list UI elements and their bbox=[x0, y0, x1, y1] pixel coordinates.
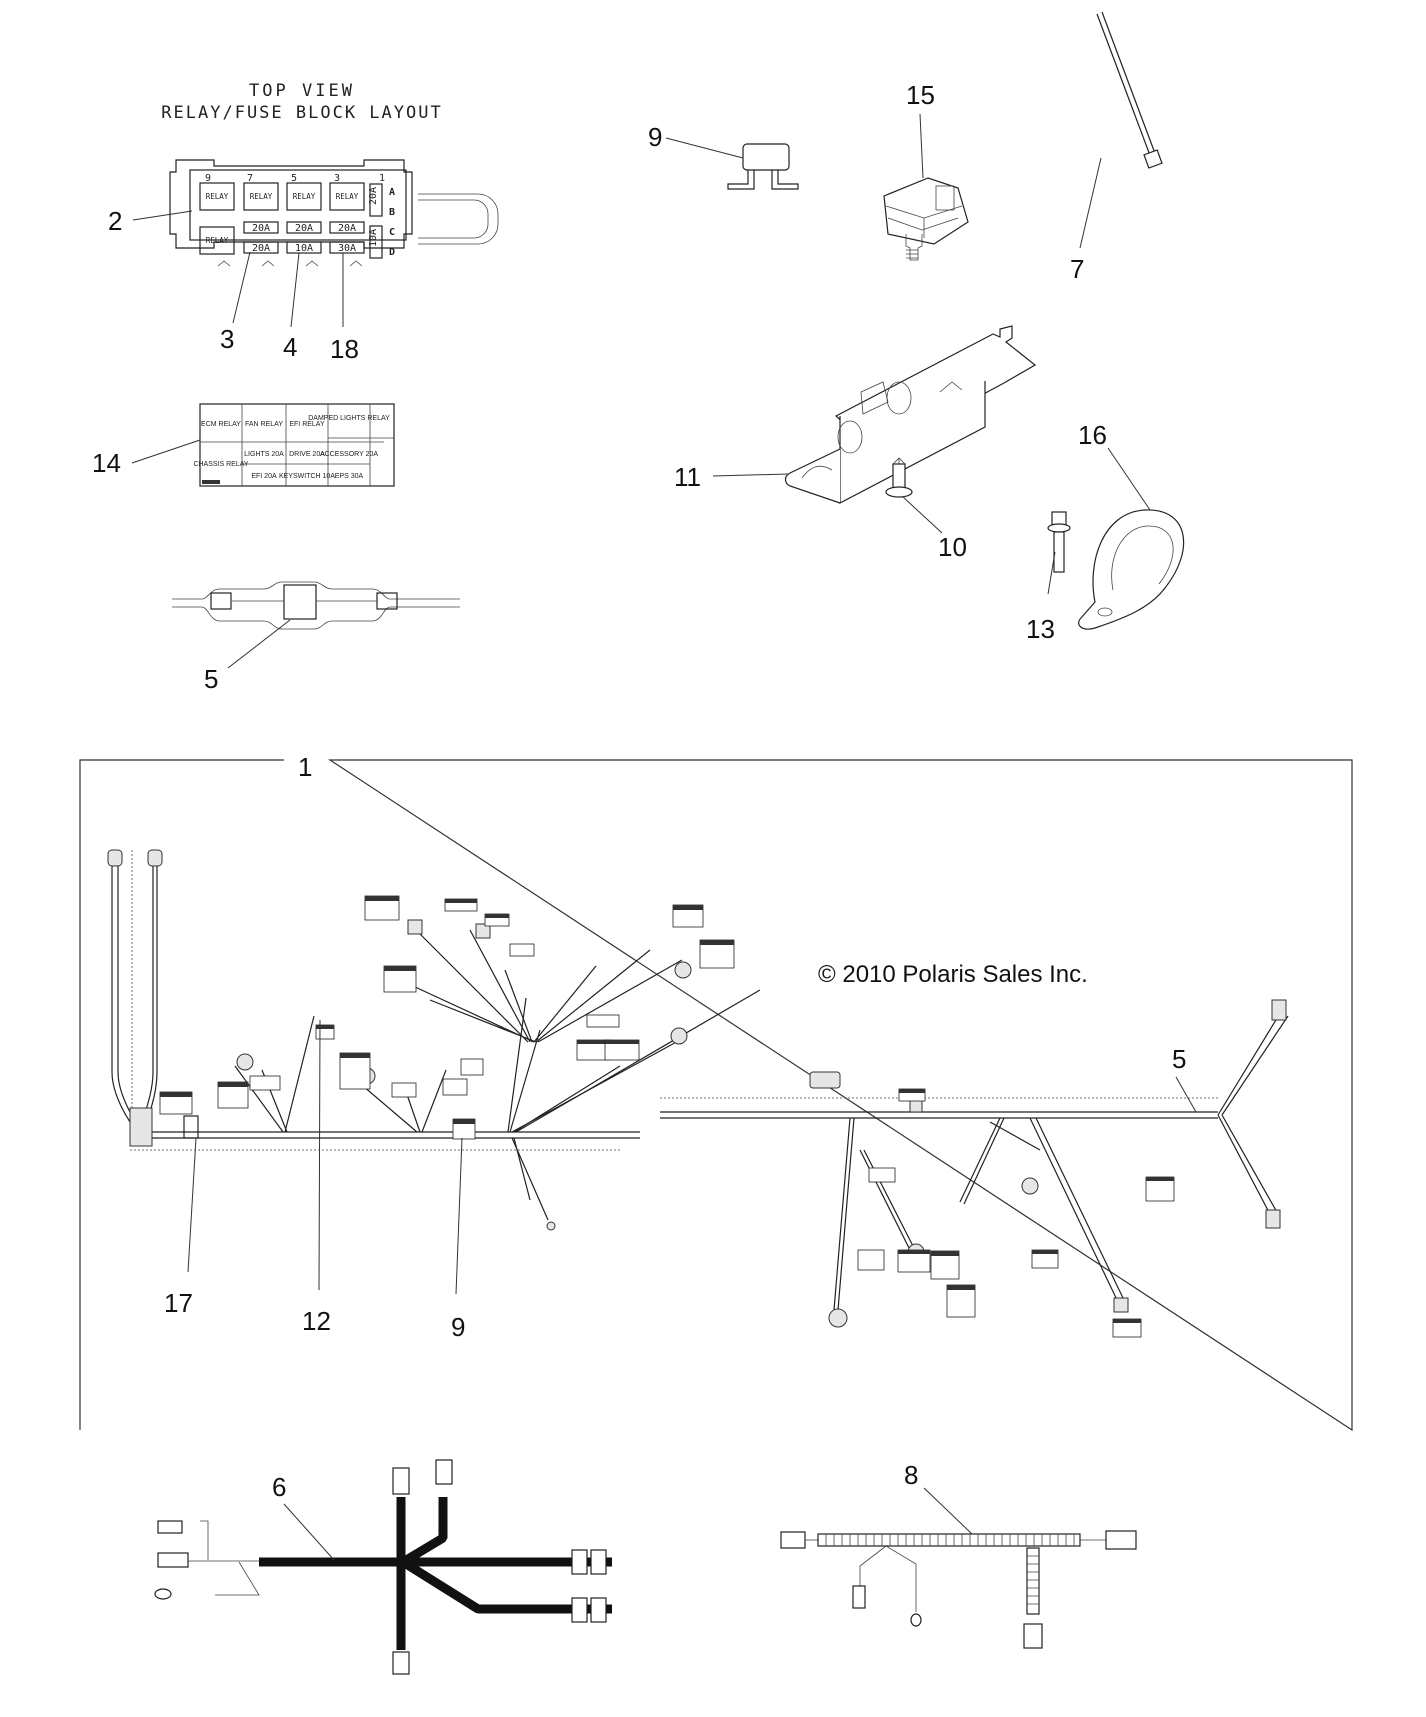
relay-2: RELAY bbox=[250, 192, 273, 201]
side-fuse-top: 20A bbox=[368, 187, 379, 205]
relay-3: RELAY bbox=[293, 192, 316, 201]
callout-4: 4 bbox=[283, 332, 297, 362]
col-5: 5 bbox=[291, 173, 297, 184]
callout-3: 3 bbox=[220, 324, 234, 354]
p-clamp[interactable] bbox=[1078, 509, 1185, 630]
col-1: 1 bbox=[379, 173, 385, 184]
fuse-c1: 20A bbox=[252, 243, 270, 254]
card-drive: DRIVE 20A bbox=[289, 451, 325, 458]
title-line-2: RELAY/FUSE BLOCK LAYOUT bbox=[161, 103, 442, 123]
card-chassis-relay: CHASSIS RELAY bbox=[193, 461, 248, 468]
side-fuse-bottom: 10A bbox=[368, 229, 379, 247]
callout-2: 2 bbox=[108, 206, 122, 236]
fuse-label-card[interactable]: ECM RELAY FAN RELAY EFI RELAY DAMPED LIG… bbox=[193, 403, 395, 487]
row-c: C bbox=[389, 227, 395, 238]
push-rivet[interactable] bbox=[885, 457, 913, 498]
relay-4: RELAY bbox=[336, 192, 359, 201]
callout-8: 8 bbox=[904, 1460, 918, 1490]
callout-13: 13 bbox=[1026, 614, 1055, 644]
row-b: B bbox=[389, 207, 395, 218]
fuse-c3: 30A bbox=[338, 243, 356, 254]
row-d: D bbox=[389, 247, 395, 258]
callout-7: 7 bbox=[1070, 254, 1084, 284]
col-7: 7 bbox=[247, 173, 253, 184]
main-harness-frame bbox=[79, 759, 1353, 1432]
fuse-b2: 20A bbox=[295, 223, 313, 234]
callout-14: 14 bbox=[92, 448, 121, 478]
copyright-notice: © 2010 Polaris Sales Inc. bbox=[818, 961, 1088, 988]
sub-harness-8[interactable] bbox=[780, 1530, 1137, 1649]
cable-tie[interactable] bbox=[1096, 11, 1163, 169]
fuse-b1: 20A bbox=[252, 223, 270, 234]
callout-12: 12 bbox=[302, 1306, 331, 1336]
relay-5: RELAY bbox=[206, 236, 229, 245]
card-fan-relay: FAN RELAY bbox=[245, 421, 283, 428]
relay-fuse-block-title: TOP VIEW RELAY/FUSE BLOCK LAYOUT bbox=[161, 81, 442, 123]
col-3: 3 bbox=[334, 173, 340, 184]
callout-6: 6 bbox=[272, 1472, 286, 1502]
fuse-b3: 20A bbox=[338, 223, 356, 234]
card-accessory: ACCESSORY 20A bbox=[320, 451, 378, 458]
callout-10: 10 bbox=[938, 532, 967, 562]
card-efi: EFI 20A bbox=[251, 473, 277, 480]
callout-5: 5 bbox=[204, 664, 218, 694]
col-9: 9 bbox=[205, 173, 211, 184]
callout-5-harness: 5 bbox=[1172, 1044, 1186, 1074]
callout-9-harness: 9 bbox=[451, 1312, 465, 1342]
card-lights: LIGHTS 20A bbox=[244, 451, 284, 458]
card-keyswitch: KEYSWITCH 10A bbox=[279, 473, 335, 480]
callout-1: 1 bbox=[298, 752, 312, 782]
title-line-1: TOP VIEW bbox=[249, 81, 355, 101]
relay-fuse-block[interactable]: 9 7 5 3 1 RELAY RELAY RELAY RELAY RELAY … bbox=[169, 159, 499, 267]
card-damped-relay: DAMPED LIGHTS RELAY bbox=[308, 415, 390, 422]
callout-16: 16 bbox=[1078, 420, 1107, 450]
inline-fuse-holder[interactable] bbox=[172, 581, 460, 630]
card-eps: EPS 30A bbox=[335, 473, 364, 480]
card-efi-relay: EFI RELAY bbox=[289, 421, 325, 428]
row-a: A bbox=[389, 187, 395, 198]
relay-1: RELAY bbox=[206, 192, 229, 201]
card-ecm-relay: ECM RELAY bbox=[201, 421, 241, 428]
sub-harness-6[interactable] bbox=[154, 1459, 612, 1675]
circuit-breaker[interactable] bbox=[727, 143, 799, 190]
callout-15: 15 bbox=[906, 80, 935, 110]
flange-bolt[interactable] bbox=[1047, 511, 1071, 573]
callout-9-top: 9 bbox=[648, 122, 662, 152]
fuse-c2: 10A bbox=[295, 243, 313, 254]
callout-17: 17 bbox=[164, 1288, 193, 1318]
connector-part[interactable] bbox=[883, 177, 969, 261]
mounting-bracket[interactable] bbox=[784, 325, 1037, 504]
callout-18: 18 bbox=[330, 334, 359, 364]
callout-11: 11 bbox=[674, 462, 701, 492]
harness-label-tags bbox=[159, 895, 1175, 1338]
